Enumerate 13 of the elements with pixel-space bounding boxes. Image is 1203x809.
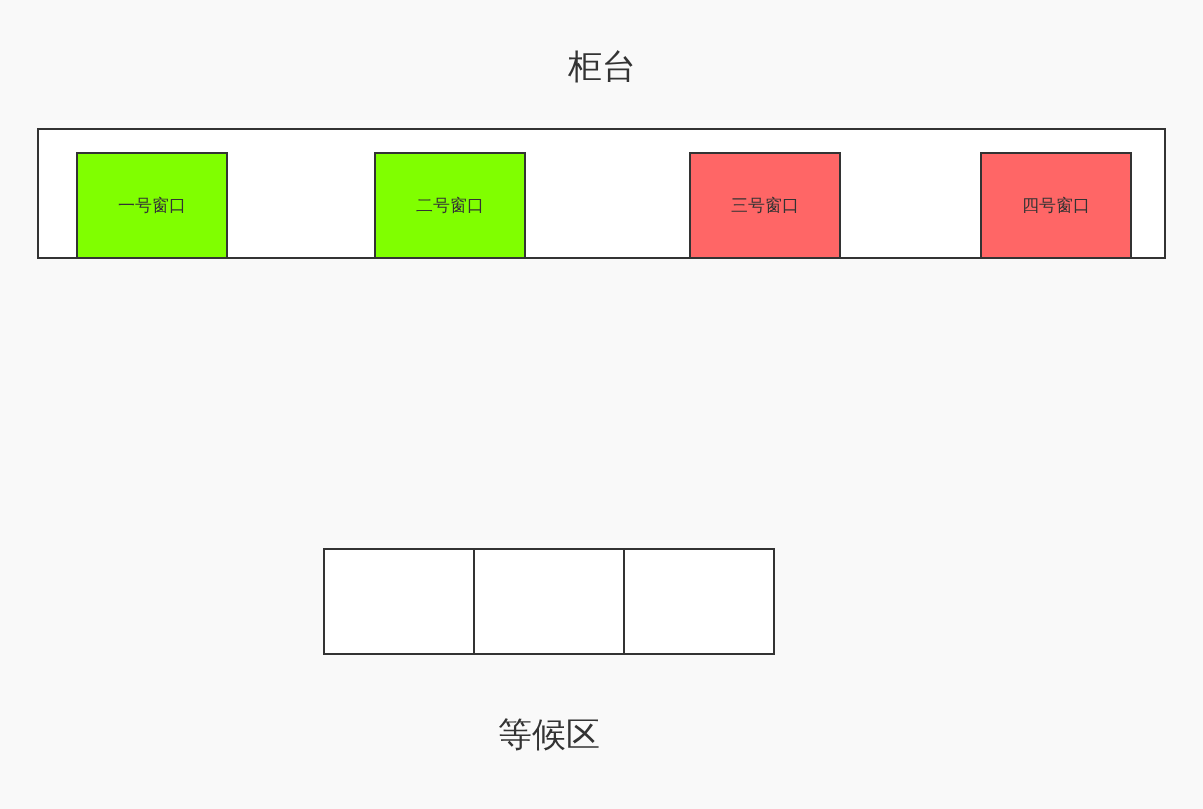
window-box: [76, 152, 228, 259]
window-box: [374, 152, 526, 259]
waiting-slot-box: [473, 548, 625, 655]
waiting-slot-box: [623, 548, 775, 655]
window-box: [689, 152, 841, 259]
window-label: 三号窗口: [731, 194, 799, 217]
window-label: 四号窗口: [1022, 194, 1090, 217]
window-label: 二号窗口: [416, 194, 484, 217]
window-label: 一号窗口: [118, 194, 186, 217]
waiting-slot-box: [323, 548, 475, 655]
area-title: 等候区: [497, 714, 601, 754]
counter-title: 柜台: [566, 46, 637, 86]
window-box: [980, 152, 1132, 259]
